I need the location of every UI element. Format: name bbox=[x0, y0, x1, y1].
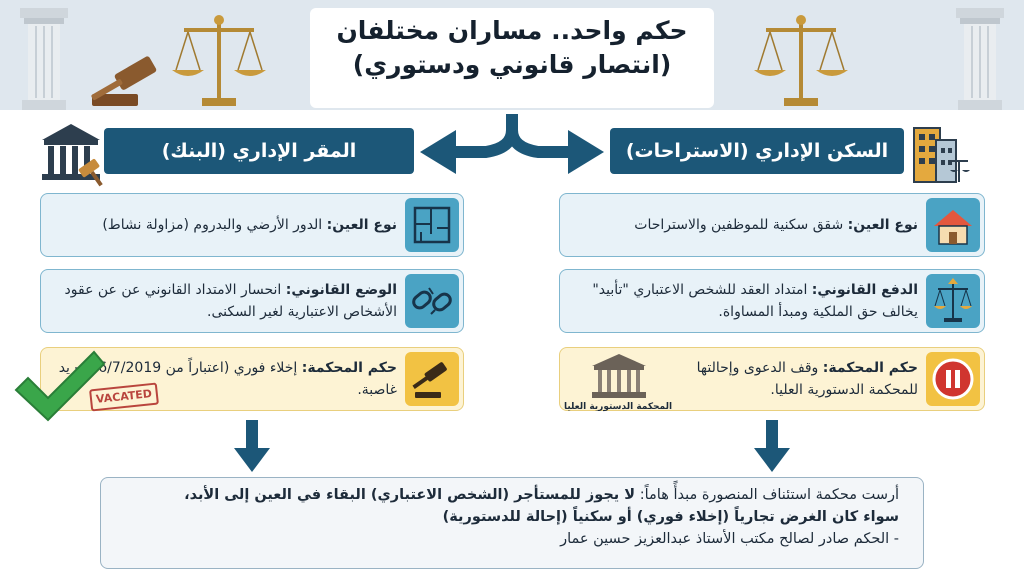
left-card-property-type: نوع العين: الدور الأرضي والبدروم (مزاولة… bbox=[40, 193, 464, 257]
broken-chain-icon bbox=[405, 274, 459, 328]
right-card-3-label: حكم المحكمة: bbox=[822, 360, 918, 376]
scales-icon bbox=[926, 274, 980, 328]
conclusion-box: أرست محكمة استئناف المنصورة مبدأً هاماً:… bbox=[100, 477, 924, 569]
page-title: حكم واحد.. مساران مختلفان (انتصار قانوني… bbox=[310, 14, 714, 82]
right-card-legal-argument: الدفع القانوني: امتداد العقد للشخص الاعت… bbox=[559, 269, 985, 333]
left-card-1-text: نوع العين: الدور الأرضي والبدروم (مزاولة… bbox=[49, 194, 397, 256]
conclusion-intro: أرست محكمة استئناف المنصورة مبدأً هاماً: bbox=[639, 487, 899, 503]
left-card-1-value: الدور الأرضي والبدروم (مزاولة نشاط) bbox=[102, 217, 323, 233]
left-card-1-label: نوع العين: bbox=[326, 217, 397, 233]
right-card-2-text: الدفع القانوني: امتداد العقد للشخص الاعت… bbox=[568, 270, 918, 332]
left-card-3-text: حكم المحكمة: إخلاء فوري (اعتباراً من 16/… bbox=[49, 348, 397, 410]
right-card-court-ruling: حكم المحكمة: وقف الدعوى وإحالتها للمحكمة… bbox=[559, 347, 985, 411]
checkmark-icon bbox=[14, 350, 106, 422]
conclusion-rule: لا يجوز للمستأجر (الشخص الاعتباري) البقا… bbox=[184, 487, 636, 503]
right-card-2-label: الدفع القانوني: bbox=[811, 282, 918, 298]
left-card-legal-status: الوضع القانوني: انحسار الامتداد القانوني… bbox=[40, 269, 464, 333]
conclusion-line-2: سواء كان الغرض تجارياً (إخلاء فوري) أو س… bbox=[442, 509, 899, 525]
gavel-header-icon bbox=[91, 56, 157, 106]
branch-arrow-icon bbox=[420, 114, 604, 174]
arrow-down-right-icon bbox=[754, 420, 790, 472]
right-card-3-text: حكم المحكمة: وقف الدعوى وإحالتها للمحكمة… bbox=[684, 348, 918, 410]
title-line-1: حكم واحد.. مساران مختلفان bbox=[336, 16, 688, 45]
left-card-court-ruling: حكم المحكمة: إخلاء فوري (اعتباراً من 16/… bbox=[40, 347, 464, 411]
bank-building-icon bbox=[42, 124, 103, 187]
constitutional-court-icon bbox=[592, 354, 646, 398]
title-card bbox=[310, 8, 714, 108]
left-card-3-label: حكم المحكمة: bbox=[301, 360, 397, 376]
left-card-2-text: الوضع القانوني: انحسار الامتداد القانوني… bbox=[49, 270, 397, 332]
pause-icon bbox=[926, 352, 980, 406]
right-card-property-type: نوع العين: شقق سكنية للموظفين والاستراحا… bbox=[559, 193, 985, 257]
pillar-right-icon bbox=[956, 8, 1004, 110]
right-card-3-value: وقف الدعوى وإحالتها للمحكمة الدستورية ال… bbox=[696, 360, 918, 398]
arrow-down-left-icon bbox=[234, 420, 270, 472]
scales-of-justice-right-icon bbox=[754, 15, 848, 106]
conclusion-line-3: - الحكم صادر لصالح مكتب الأستاذ عبدالعزي… bbox=[560, 531, 899, 547]
left-card-3-value: إخلاء فوري (اعتباراً من 16/7/2019) - يد … bbox=[58, 360, 397, 398]
apartment-building-icon bbox=[913, 127, 970, 183]
right-card-1-text: نوع العين: شقق سكنية للموظفين والاستراحا… bbox=[568, 194, 918, 256]
left-panel-header: المقر الإداري (البنك) bbox=[104, 128, 414, 174]
right-card-1-value: شقق سكنية للموظفين والاستراحات bbox=[634, 217, 844, 233]
conclusion-line-1: أرست محكمة استئناف المنصورة مبدأً هاماً:… bbox=[125, 484, 899, 506]
left-card-2-label: الوضع القانوني: bbox=[285, 282, 397, 298]
title-line-2: (انتصار قانوني ودستوري) bbox=[352, 50, 672, 79]
pillar-left-icon bbox=[20, 8, 68, 110]
right-panel-header: السكن الإداري (الاستراحات) bbox=[610, 128, 904, 174]
scales-of-justice-left-icon bbox=[172, 15, 266, 106]
floorplan-icon bbox=[405, 198, 459, 252]
right-card-1-label: نوع العين: bbox=[847, 217, 918, 233]
court-caption: المحكمة الدستورية العليا bbox=[563, 402, 673, 412]
left-card-2-value: انحسار الامتداد القانوني عن عن عقود الأش… bbox=[64, 282, 397, 320]
house-icon bbox=[926, 198, 980, 252]
right-card-2-value: امتداد العقد للشخص الاعتباري "تأبيد" يخا… bbox=[592, 282, 918, 320]
gavel-icon bbox=[405, 352, 459, 406]
